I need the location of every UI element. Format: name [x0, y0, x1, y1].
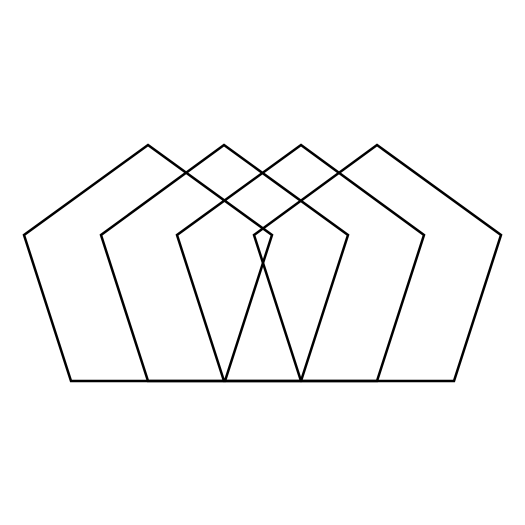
pentagon-1: [22, 143, 274, 383]
pentagon-4: [252, 143, 503, 383]
pentagon-3: [175, 143, 426, 383]
pentagon-2: [99, 143, 350, 383]
